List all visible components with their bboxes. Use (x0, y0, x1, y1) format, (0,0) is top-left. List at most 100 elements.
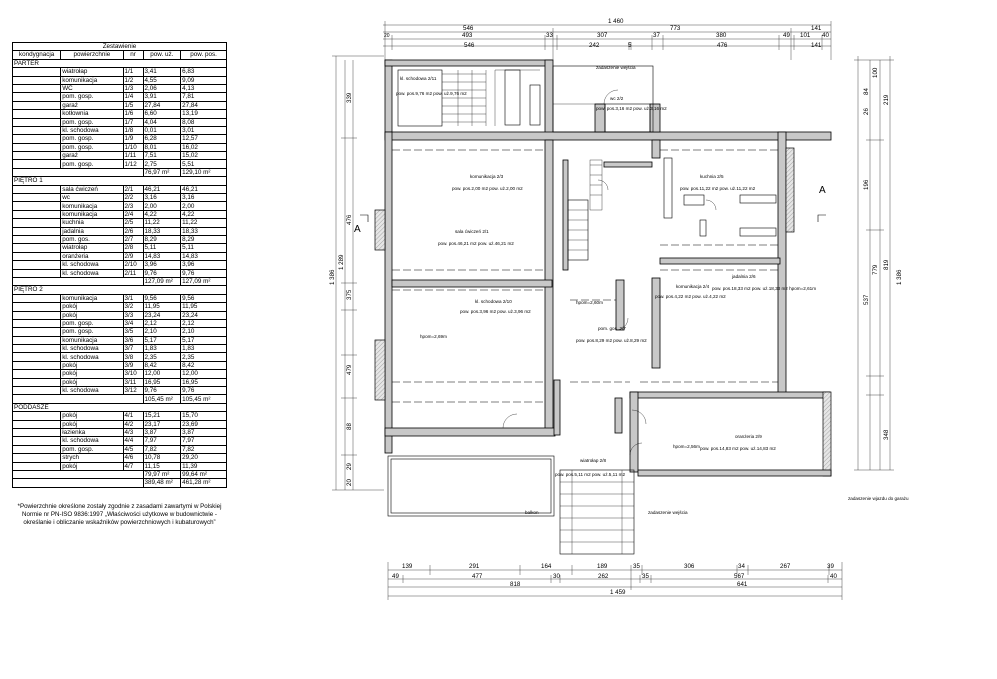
label-entrance-roof-bottom: zadaszenie wejścia (648, 510, 688, 515)
dim-left-3: 476 (346, 214, 353, 225)
dim-left-6: 479 (346, 364, 353, 375)
label-jadalnia: jadalnia 2/6 (731, 274, 756, 279)
dim-bottom-1i: 39 (827, 563, 834, 570)
building-walls (374, 59, 832, 477)
label-komunikacja-24-area: pow. pos.4,22 m2 pow. uż.4,22 m2 (655, 294, 726, 299)
label-komunikacja-23: komunikacja 2/3 (470, 174, 504, 179)
dim-right-5: 196 (863, 179, 870, 190)
kitchen-fixtures (663, 157, 777, 237)
dim-top-3d: 307 (597, 32, 608, 39)
dim-left-5: 375 (346, 289, 353, 300)
dim-right-10: 26 (863, 108, 870, 115)
dim-bottom-1d: 189 (597, 563, 608, 570)
dim-top-3h: 101 (800, 32, 811, 39)
label-garage-roof: zadaszenie wjazdu do garażu (848, 496, 909, 501)
dim-left-9: 20 (346, 479, 353, 486)
dim-bottom-1c: 164 (541, 563, 552, 570)
balcony (387, 455, 555, 517)
dim-left-total: 1 386 (329, 269, 336, 285)
dim-top-4e: 141 (811, 42, 822, 49)
dim-bottom-2d: 262 (598, 573, 609, 580)
empty-cell (12, 478, 144, 488)
label-wiatrolap: wiatrołap 2/8 (580, 458, 606, 463)
beam-lines (392, 149, 778, 403)
dim-bottom-1g: 34 (738, 563, 745, 570)
dim-right-4: 537 (863, 294, 870, 305)
dim-bottom-2b: 477 (472, 573, 483, 580)
label-wc: wc 2/2 (610, 96, 624, 101)
label-hpom-269: hpom=2,69m (420, 334, 447, 339)
label-entrance-roof: zadaszenie wejścia (596, 65, 636, 70)
label-sala-area: pow. pos.46,21 m2 pow. uż.46,21 m2 (438, 241, 514, 246)
dim-bottom-3b: 641 (737, 581, 748, 588)
dim-left-4: 339 (346, 92, 353, 103)
area-schedule: Zestawienie kondygnacja powierzchnie nr … (11, 41, 227, 488)
dim-bottom-1e: 35 (633, 563, 640, 570)
dim-bottom-2e: 35 (642, 573, 649, 580)
section-marks: A A (354, 185, 826, 235)
dim-left-2: 1 289 (338, 254, 345, 270)
section-mark-right: A (819, 185, 826, 196)
dim-top-2b: 773 (670, 25, 681, 32)
label-wc-area: pow. pos.3,16 m2 pow. uż.3,16 m2 (596, 106, 667, 111)
dim-top-3f: 380 (716, 32, 727, 39)
dim-right-9: 84 (863, 88, 870, 95)
dim-top-3c: 33 (546, 32, 553, 39)
dim-left-8: 29 (346, 463, 353, 470)
label-oranzeria: oranżeria 2/9 (735, 434, 762, 439)
dim-top-3g: 49 (783, 32, 790, 39)
label-kuchnia-area: pow. pos.11,22 m2 pow. uż.11,22 m2 (680, 186, 756, 191)
table-header-row: kondygnacja powierzchnie nr pow. uż. pow… (11, 50, 227, 60)
dim-right-2: 819 (883, 259, 890, 270)
dim-top-3b: 493 (462, 32, 473, 39)
top-right-annex (552, 65, 654, 133)
area-table: Zestawienie kondygnacja powierzchnie nr … (11, 41, 227, 488)
label-komunikacja-24: komunikacja 2/4 (676, 284, 710, 289)
label-oranzeria-area: pow. pos.14,83 m2 pow. uż.14,83 m2 (700, 446, 776, 451)
entry-stairs (559, 469, 635, 555)
dim-bottom-1b: 291 (469, 563, 480, 570)
dim-bottom-2c: 30 (553, 573, 560, 580)
dim-top-2a: 546 (463, 25, 474, 32)
dim-top-total: 1 460 (608, 18, 624, 25)
label-stair-211: kl. schodowa 2/11 (400, 76, 437, 81)
dim-bottom-1a: 139 (402, 563, 413, 570)
dim-top-4a: 546 (464, 42, 475, 49)
label-pom-gos: pom. gos. 2/7 (598, 326, 626, 331)
label-hpom-260: hpom=2,60m (576, 300, 603, 305)
dim-bottom-2a: 49 (392, 573, 399, 580)
label-sala: sala ćwiczeń 2/1 (455, 229, 489, 234)
right-dimensions: 1 386 819 779 537 196 348 219 100 84 26 (854, 56, 903, 471)
staircase-top (397, 69, 541, 127)
top-dimensions: 1 460 546 773 141 20 493 33 307 37 380 4… (383, 18, 832, 60)
label-stair-211-area: pow. pos.9,76 m2 pow. uż.9,76 m2 (396, 91, 467, 96)
label-wiatrolap-area: pow. pos.5,11 m2 pow. uż.5,11 m2 (555, 472, 625, 477)
dim-right-8: 100 (872, 67, 879, 78)
label-kuchnia: kuchnia 2/5 (700, 174, 724, 179)
dim-top-3e: 37 (653, 32, 660, 39)
label-balkon: balkon (525, 510, 539, 515)
label-pom-gos-area: pow. pos.8,29 m2 pow. uż.8,29 m2 (576, 338, 647, 343)
label-hpom-256: hpom=2,56m (673, 444, 700, 449)
doors (502, 89, 717, 456)
label-stair-210-area: pow. pos.3,96 m2 pow. uż.3,96 m2 (460, 309, 531, 314)
bottom-dimensions: 139 291 164 189 35 306 34 267 39 49 477 … (387, 562, 843, 600)
dim-right-3: 779 (872, 264, 879, 275)
dim-right-7: 219 (883, 94, 890, 105)
grand-total-floor: 461,28 m² (180, 478, 227, 488)
dim-bottom-3a: 818 (510, 581, 521, 588)
dim-right-6: 348 (883, 429, 890, 440)
dim-bottom-1h: 267 (780, 563, 791, 570)
